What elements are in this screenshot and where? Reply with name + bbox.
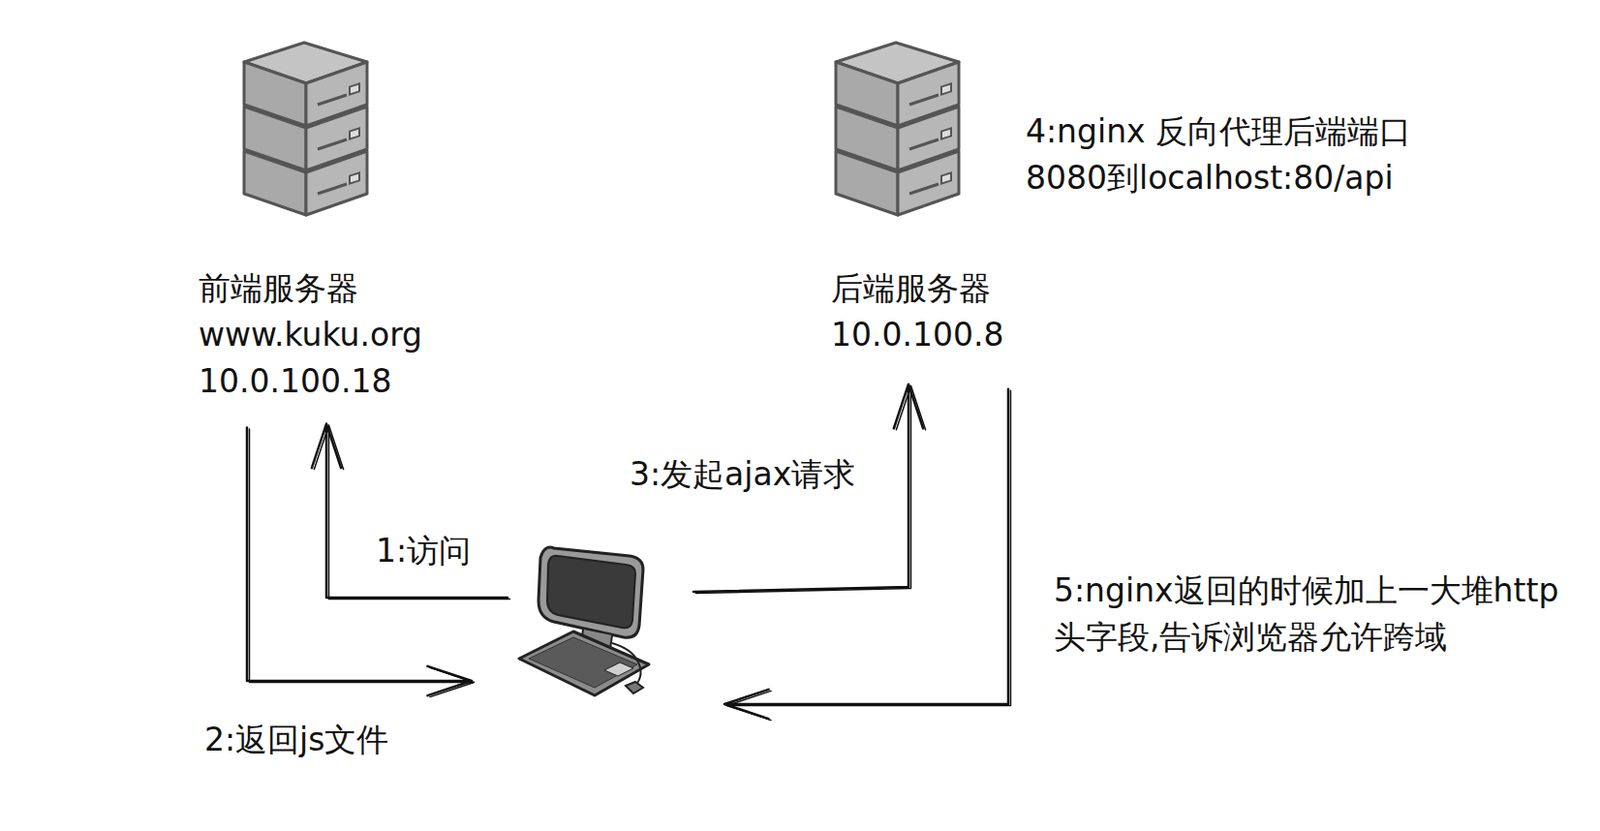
server-address: 10.0.100.8: [830, 311, 1004, 359]
device-icon: [242, 40, 370, 229]
frontend-server: 前端服务器www.kuku.org10.0.100.18: [198, 40, 423, 405]
device-icon: [515, 540, 671, 714]
flow-arrow: [311, 424, 511, 600]
step-label: 2:返回js文件: [204, 716, 389, 764]
note-text: 4:nginx 反向代理后端端口8080到localhost:80/api: [1025, 108, 1481, 202]
server-title: 后端服务器: [830, 265, 1004, 312]
flow-arrow: [246, 428, 475, 698]
step-label: 5:nginx返回的时候加上一大堆http头字段,告诉浏览器允许跨域: [1053, 567, 1585, 661]
device-icon: [833, 40, 961, 229]
step-label: 3:发起ajax请求: [629, 451, 856, 498]
client-computer: [515, 540, 671, 710]
step-label: 1:访问: [375, 527, 471, 575]
server-title: 前端服务器: [198, 265, 423, 312]
server-address: www.kuku.org: [198, 311, 423, 359]
flow-arrow: [724, 389, 1012, 721]
backend-server: 后端服务器10.0.100.8: [830, 40, 1004, 359]
server-address: 10.0.100.18: [198, 358, 423, 405]
